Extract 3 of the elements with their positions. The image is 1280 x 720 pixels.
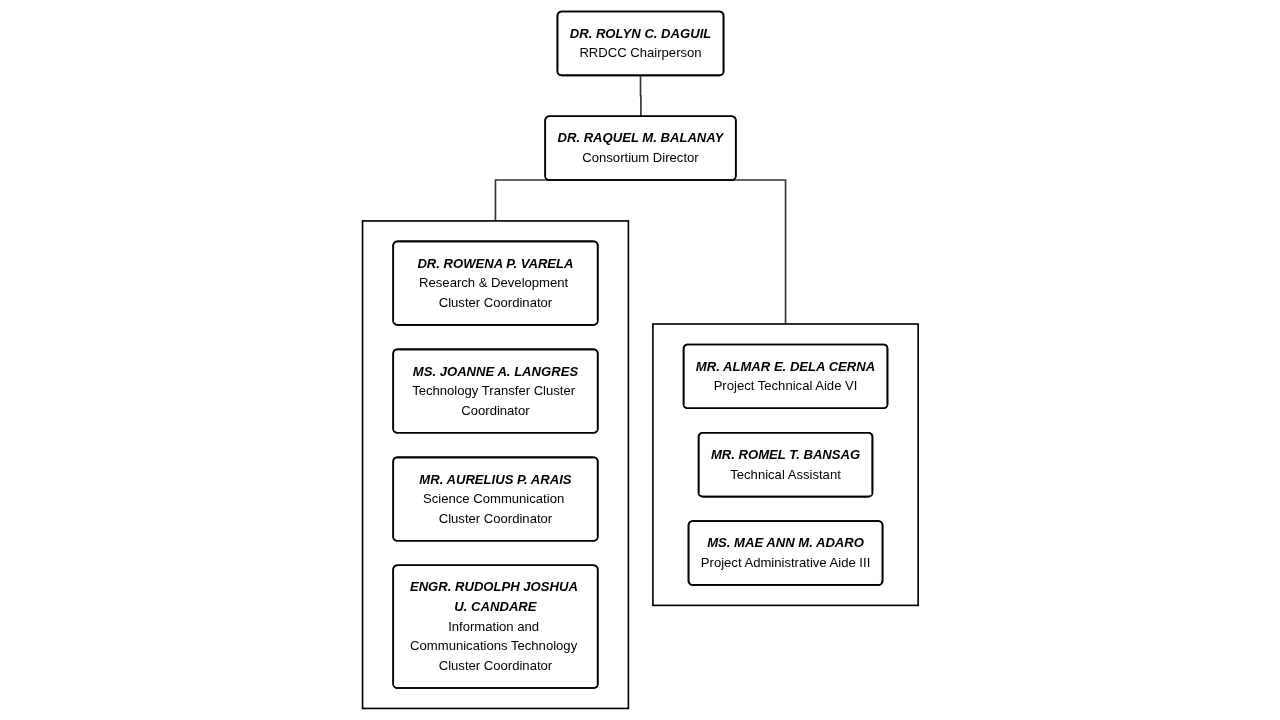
- cluster: [361, 220, 629, 710]
- connector: [639, 74, 642, 118]
- cluster: [651, 323, 919, 607]
